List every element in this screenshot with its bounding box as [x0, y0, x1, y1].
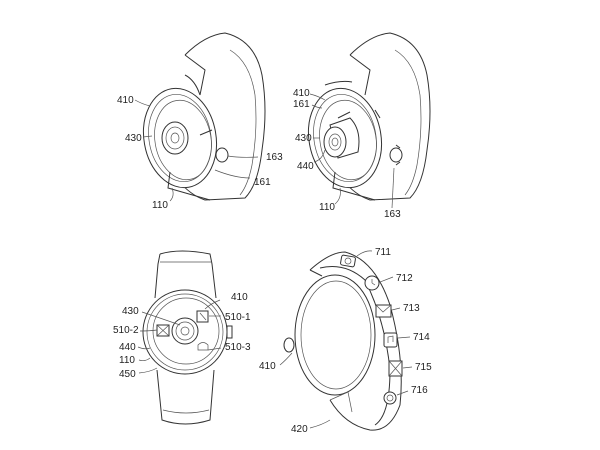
label-410: 410	[293, 88, 310, 99]
label-163: 163	[384, 209, 401, 220]
label-716: 716	[411, 385, 428, 396]
label-712: 712	[396, 273, 413, 284]
label-420: 420	[291, 424, 308, 435]
label-161: 161	[254, 177, 271, 188]
label-110: 110	[319, 202, 335, 213]
label-410: 410	[259, 361, 276, 372]
label-163: 163	[266, 152, 283, 163]
label-161: 161	[293, 99, 310, 110]
label-450: 450	[119, 369, 136, 380]
label-714: 714	[413, 332, 430, 343]
label-440: 440	[297, 161, 314, 172]
label-410: 410	[117, 95, 134, 106]
figure-top-right: 410 161 430 440 110 163	[293, 32, 431, 220]
label-410: 410	[231, 292, 248, 303]
label-430: 430	[125, 133, 142, 144]
figure-bottom-right: 711 712 713 714 715 716 410 420	[259, 247, 432, 435]
label-430: 430	[295, 133, 312, 144]
label-110: 110	[119, 355, 135, 366]
label-715: 715	[415, 362, 432, 373]
label-711: 711	[375, 247, 391, 258]
label-440: 440	[119, 342, 136, 353]
figure-bottom-left: 430 410 510-1 510-2 440 110 450 510-3	[113, 250, 251, 425]
label-430: 430	[122, 306, 139, 317]
label-510-3: 510-3	[225, 342, 251, 353]
label-510-1: 510-1	[225, 312, 251, 323]
label-510-2: 510-2	[113, 325, 139, 336]
label-713: 713	[403, 303, 420, 314]
label-110: 110	[152, 200, 168, 211]
figure-top-left: 410 430 163 161 110	[117, 32, 283, 211]
